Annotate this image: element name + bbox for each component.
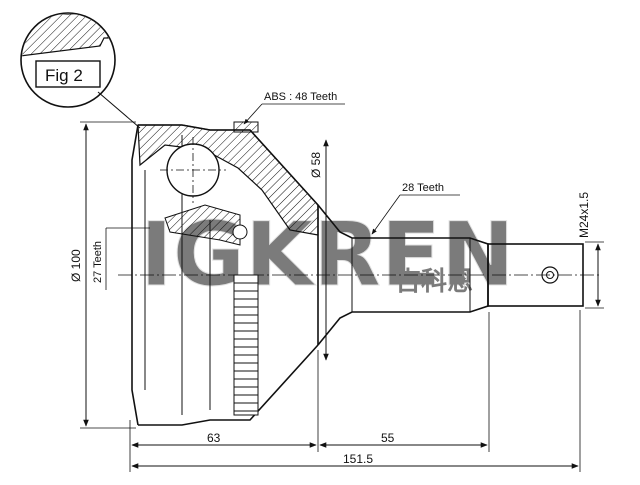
dim-thread: M24x1.5 [577, 192, 591, 238]
hub-teeth-label: 27 Teeth [92, 241, 104, 283]
figure-label-box: Fig 2 [35, 60, 101, 88]
callout-abs: ABS : 48 Teeth [243, 91, 345, 125]
callout-hub-teeth: 27 Teeth [92, 227, 150, 290]
abs-teeth-label: ABS : 48 Teeth [264, 91, 337, 103]
dimension-lengths [129, 310, 581, 472]
abs-ring [232, 121, 259, 416]
shaft-teeth-label: 28 Teeth [402, 182, 444, 194]
callout-shaft-teeth: 28 Teeth [371, 182, 460, 235]
watermark-cjk: 吉科恩 [395, 267, 473, 297]
dimension-diameter-100: Ø 100 [69, 121, 136, 429]
figure-label: Fig 2 [45, 66, 83, 85]
dim-length-shaft: 55 [381, 431, 395, 445]
dim-bell-diameter: Ø 100 [69, 249, 83, 282]
dimension-diameter-58: Ø 58 [309, 139, 329, 361]
shaft [317, 204, 584, 346]
dimension-thread: M24x1.5 [577, 192, 604, 309]
dim-shaft-diameter: Ø 58 [309, 152, 323, 178]
ball [160, 137, 226, 203]
dim-length-bell: 63 [207, 431, 221, 445]
dim-length-total: 151.5 [343, 452, 373, 466]
bell-section [137, 124, 319, 246]
